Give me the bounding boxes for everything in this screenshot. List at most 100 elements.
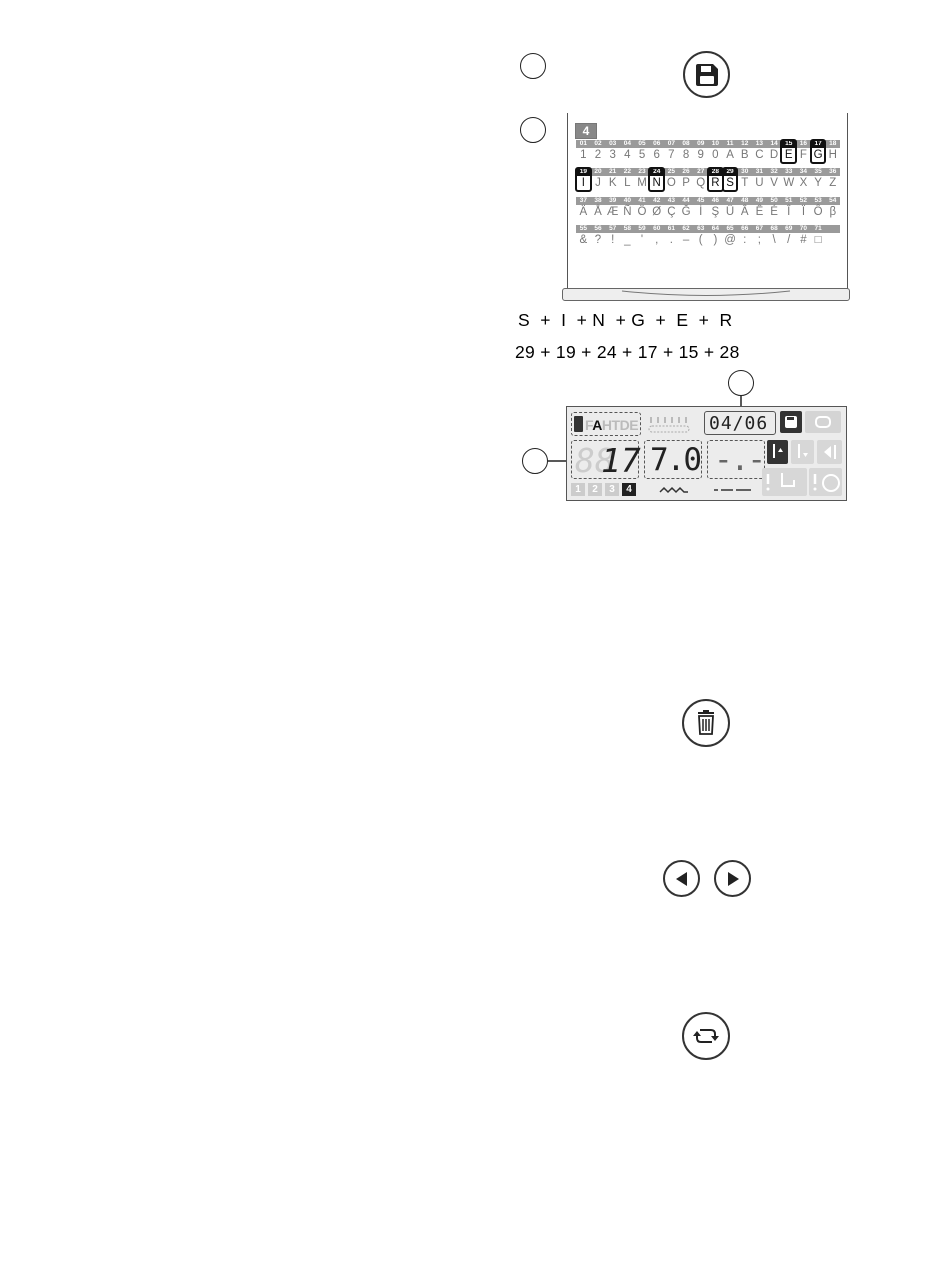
- stitch-number: 06: [653, 140, 661, 147]
- previous-button[interactable]: [663, 860, 700, 897]
- stitch-number: 38: [594, 197, 602, 204]
- stitch-number: 08: [682, 140, 690, 147]
- stitch-number: 66: [741, 225, 749, 232]
- stitch-character: Q: [696, 177, 706, 189]
- memory-position-value: 04/06: [709, 413, 769, 434]
- stitch-number: 33: [785, 168, 793, 175]
- stitch-character: S: [726, 177, 734, 189]
- stitch-character: Î: [787, 206, 791, 218]
- stitch-number: 37: [579, 197, 587, 204]
- stitch-character: U: [755, 177, 764, 189]
- font-label-f: F: [585, 417, 593, 433]
- stitch-number: 19: [576, 168, 591, 176]
- stitch-number: 60: [653, 225, 661, 232]
- stitch-character: \: [772, 234, 776, 246]
- stitch-number: 03: [609, 140, 617, 147]
- refresh-button[interactable]: [682, 1012, 730, 1060]
- stitch-width-box: 7.0: [644, 440, 702, 479]
- stitch-character: Ï: [801, 206, 806, 218]
- stitch-width-value: 7.0: [650, 442, 702, 478]
- stitch-character: 3: [609, 149, 616, 161]
- stitch-character: Â: [740, 206, 749, 218]
- stitch-number: 12: [741, 140, 749, 147]
- stitch-character: Z: [829, 177, 837, 189]
- stitch-character: T: [741, 177, 749, 189]
- letters-formula: S + I + N + G + E + R: [518, 310, 733, 330]
- stitch-number: 61: [667, 225, 675, 232]
- stitch-number: 30: [741, 168, 749, 175]
- triangle-right-icon: [727, 871, 739, 886]
- stitch-number: 56: [594, 225, 602, 232]
- stitch-number: 09: [697, 140, 705, 147]
- stitch-character: V: [770, 177, 778, 189]
- stitch-number: 68: [770, 225, 778, 232]
- stitch-number: 16: [799, 140, 808, 147]
- pattern-number-box: 88 17: [571, 440, 641, 480]
- stitch-length-value: -.-: [714, 442, 766, 478]
- stitch-character: ?: [594, 234, 602, 246]
- stitch-character: R: [711, 177, 720, 189]
- stitch-character: Y: [814, 177, 822, 189]
- needle-up-icon: [767, 440, 788, 464]
- stitch-number: 02: [594, 140, 602, 147]
- page-indicator-3: 3: [605, 483, 619, 496]
- stitch-number: 49: [755, 197, 764, 204]
- stitch-number: 48: [741, 197, 749, 204]
- stitch-number: 42: [653, 197, 661, 204]
- stitch-character: M: [637, 177, 647, 189]
- needle-stop-icon: [817, 440, 842, 464]
- stitch-number: 64: [711, 225, 719, 232]
- font-label-d: D: [619, 417, 630, 433]
- stitch-character: Ê: [755, 206, 764, 218]
- stitch-number: 15: [781, 140, 797, 148]
- stitch-number: 53: [814, 197, 822, 204]
- memory-counter: 04/06: [704, 411, 776, 435]
- stitch-character: @: [724, 234, 736, 246]
- lcd-save-icon: [780, 411, 802, 433]
- stitch-character: C: [755, 149, 764, 161]
- page-indicator-1: 1: [571, 483, 585, 496]
- stitch-number: 51: [785, 197, 793, 204]
- stitch-character: A: [726, 149, 734, 161]
- stitch-number: 59: [638, 225, 646, 232]
- stitch-number: 62: [682, 225, 690, 232]
- stitch-number: 04: [623, 140, 631, 147]
- stitch-character: E: [784, 149, 793, 161]
- stitch-character: 6: [653, 149, 660, 161]
- delete-button[interactable]: [682, 699, 730, 747]
- callout-circle-3: [728, 370, 754, 396]
- stitch-number: 50: [770, 197, 778, 204]
- stitch-number: 36: [829, 168, 837, 175]
- stitch-character: Ñ: [623, 206, 632, 218]
- stitch-character: J: [595, 177, 601, 189]
- stitch-number: 34: [799, 168, 808, 175]
- stitch-number: 24: [649, 168, 665, 176]
- stitch-character: .: [669, 234, 673, 246]
- save-button[interactable]: [683, 51, 730, 98]
- needle-position-icon: [648, 417, 690, 433]
- callout-circle-1: [520, 53, 546, 79]
- stitch-number: 41: [638, 197, 646, 204]
- stitch-length-box: -.-: [707, 440, 766, 479]
- stitch-character: 9: [697, 149, 704, 161]
- stitch-number: 23: [638, 168, 646, 175]
- stitch-number: 63: [697, 225, 705, 232]
- next-button[interactable]: [714, 860, 751, 897]
- stitch-character: (: [698, 234, 703, 246]
- stitch-character: #: [800, 234, 807, 246]
- font-label-e: E: [629, 417, 639, 433]
- stitch-character: I: [581, 177, 585, 189]
- stitch-number: 17: [810, 140, 826, 148]
- stitch-character: /: [787, 234, 791, 246]
- stitch-character: ;: [757, 234, 761, 246]
- numbers-formula: 29 + 19 + 24 + 17 + 15 + 28: [515, 342, 740, 362]
- stitch-character: β: [829, 206, 837, 218]
- stitch-character: 4: [624, 149, 631, 161]
